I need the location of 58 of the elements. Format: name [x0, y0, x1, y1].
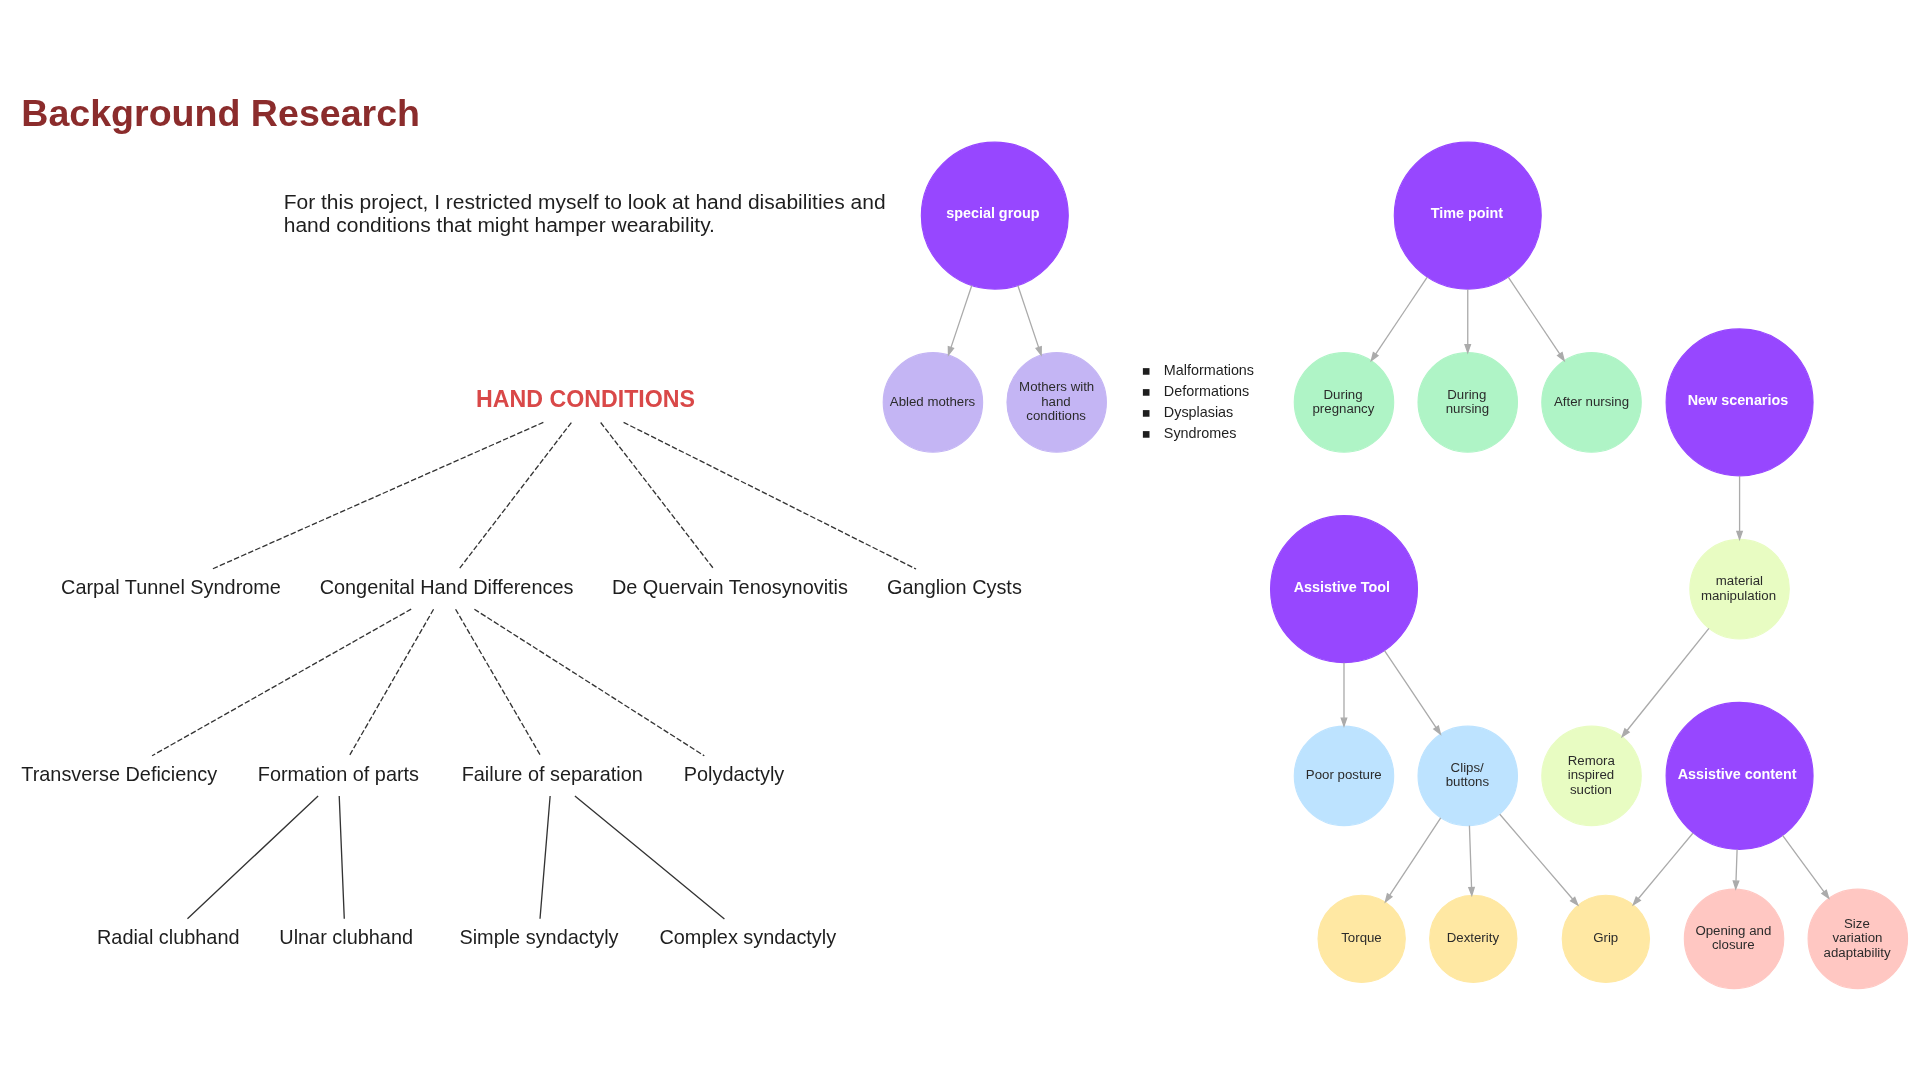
node-text: Formation of parts: [257, 762, 420, 785]
node-text: Complex syndactyly: [659, 925, 837, 948]
node-text: Transverse Deficiency: [21, 762, 218, 785]
arrow: [1017, 284, 1042, 357]
node-circle: Poor posture: [1293, 725, 1395, 826]
node-text: Carpal Tunnel Syndrome: [61, 575, 281, 598]
node-circle: Assistive content: [1665, 701, 1814, 850]
connector: [151, 607, 412, 756]
node-circle: New scenarios: [1665, 327, 1814, 476]
node-label: Syndromes: [1163, 424, 1237, 441]
node-text: Ulnar clubhand: [279, 925, 414, 948]
arrow: [1383, 649, 1442, 736]
connector: [348, 608, 435, 756]
connector: [186, 794, 319, 919]
connector: [211, 421, 544, 570]
arrow: [947, 284, 973, 357]
node-circle: Time point: [1393, 141, 1542, 290]
arrow: [1384, 816, 1442, 903]
connector: [622, 421, 917, 570]
label: For this project, I restricted myself to look at hand disabilities and hand conditions that might hamper wearability.: [283, 189, 886, 236]
arrow: [1507, 276, 1566, 362]
node-label: Dysplasias: [1163, 403, 1234, 420]
node-text: Failure of separation: [461, 762, 643, 785]
connector: [454, 608, 542, 756]
node-text: Ganglion Cysts: [887, 575, 1022, 598]
node-label: Malformations: [1163, 361, 1255, 378]
node-circle: material manipulation: [1689, 538, 1790, 639]
node-circle: Abled mothers: [882, 351, 984, 453]
connector: [600, 421, 715, 569]
arrow: [1340, 661, 1348, 728]
connector: [458, 421, 572, 569]
arrow: [1732, 848, 1740, 891]
node-text: Simple syndactyly: [459, 925, 619, 948]
node-text: Polydactyly: [683, 762, 785, 785]
arrow: [1620, 627, 1710, 738]
arrow: [1781, 834, 1830, 900]
arrow: [1370, 276, 1428, 362]
node-circle: Opening and closure: [1683, 888, 1785, 989]
arrow: [1464, 287, 1472, 354]
node-circle: Mothers with hand conditions: [1006, 351, 1107, 453]
arrow: [1499, 813, 1580, 907]
connector: [539, 794, 551, 919]
diagram-title: Background Research: [21, 91, 421, 134]
node-text: Radial clubhand: [96, 925, 240, 948]
node-text: HAND CONDITIONS: [476, 385, 696, 412]
node-circle: special group: [920, 141, 1069, 290]
connector: [473, 608, 705, 756]
node-text: De Quervain Tenosynovitis: [611, 575, 848, 598]
node-label: Deformations: [1163, 382, 1250, 399]
node-text: Congenital Hand Differences: [319, 575, 574, 598]
connector: [338, 794, 345, 919]
node-circle: Dexterity: [1429, 894, 1518, 983]
connector: [574, 794, 726, 920]
arrow: [1467, 824, 1476, 897]
node-circle: During nursing: [1417, 351, 1519, 453]
node-circle: Assistive Tool: [1269, 514, 1419, 663]
arrow: [1735, 474, 1744, 541]
arrow: [1632, 832, 1694, 906]
